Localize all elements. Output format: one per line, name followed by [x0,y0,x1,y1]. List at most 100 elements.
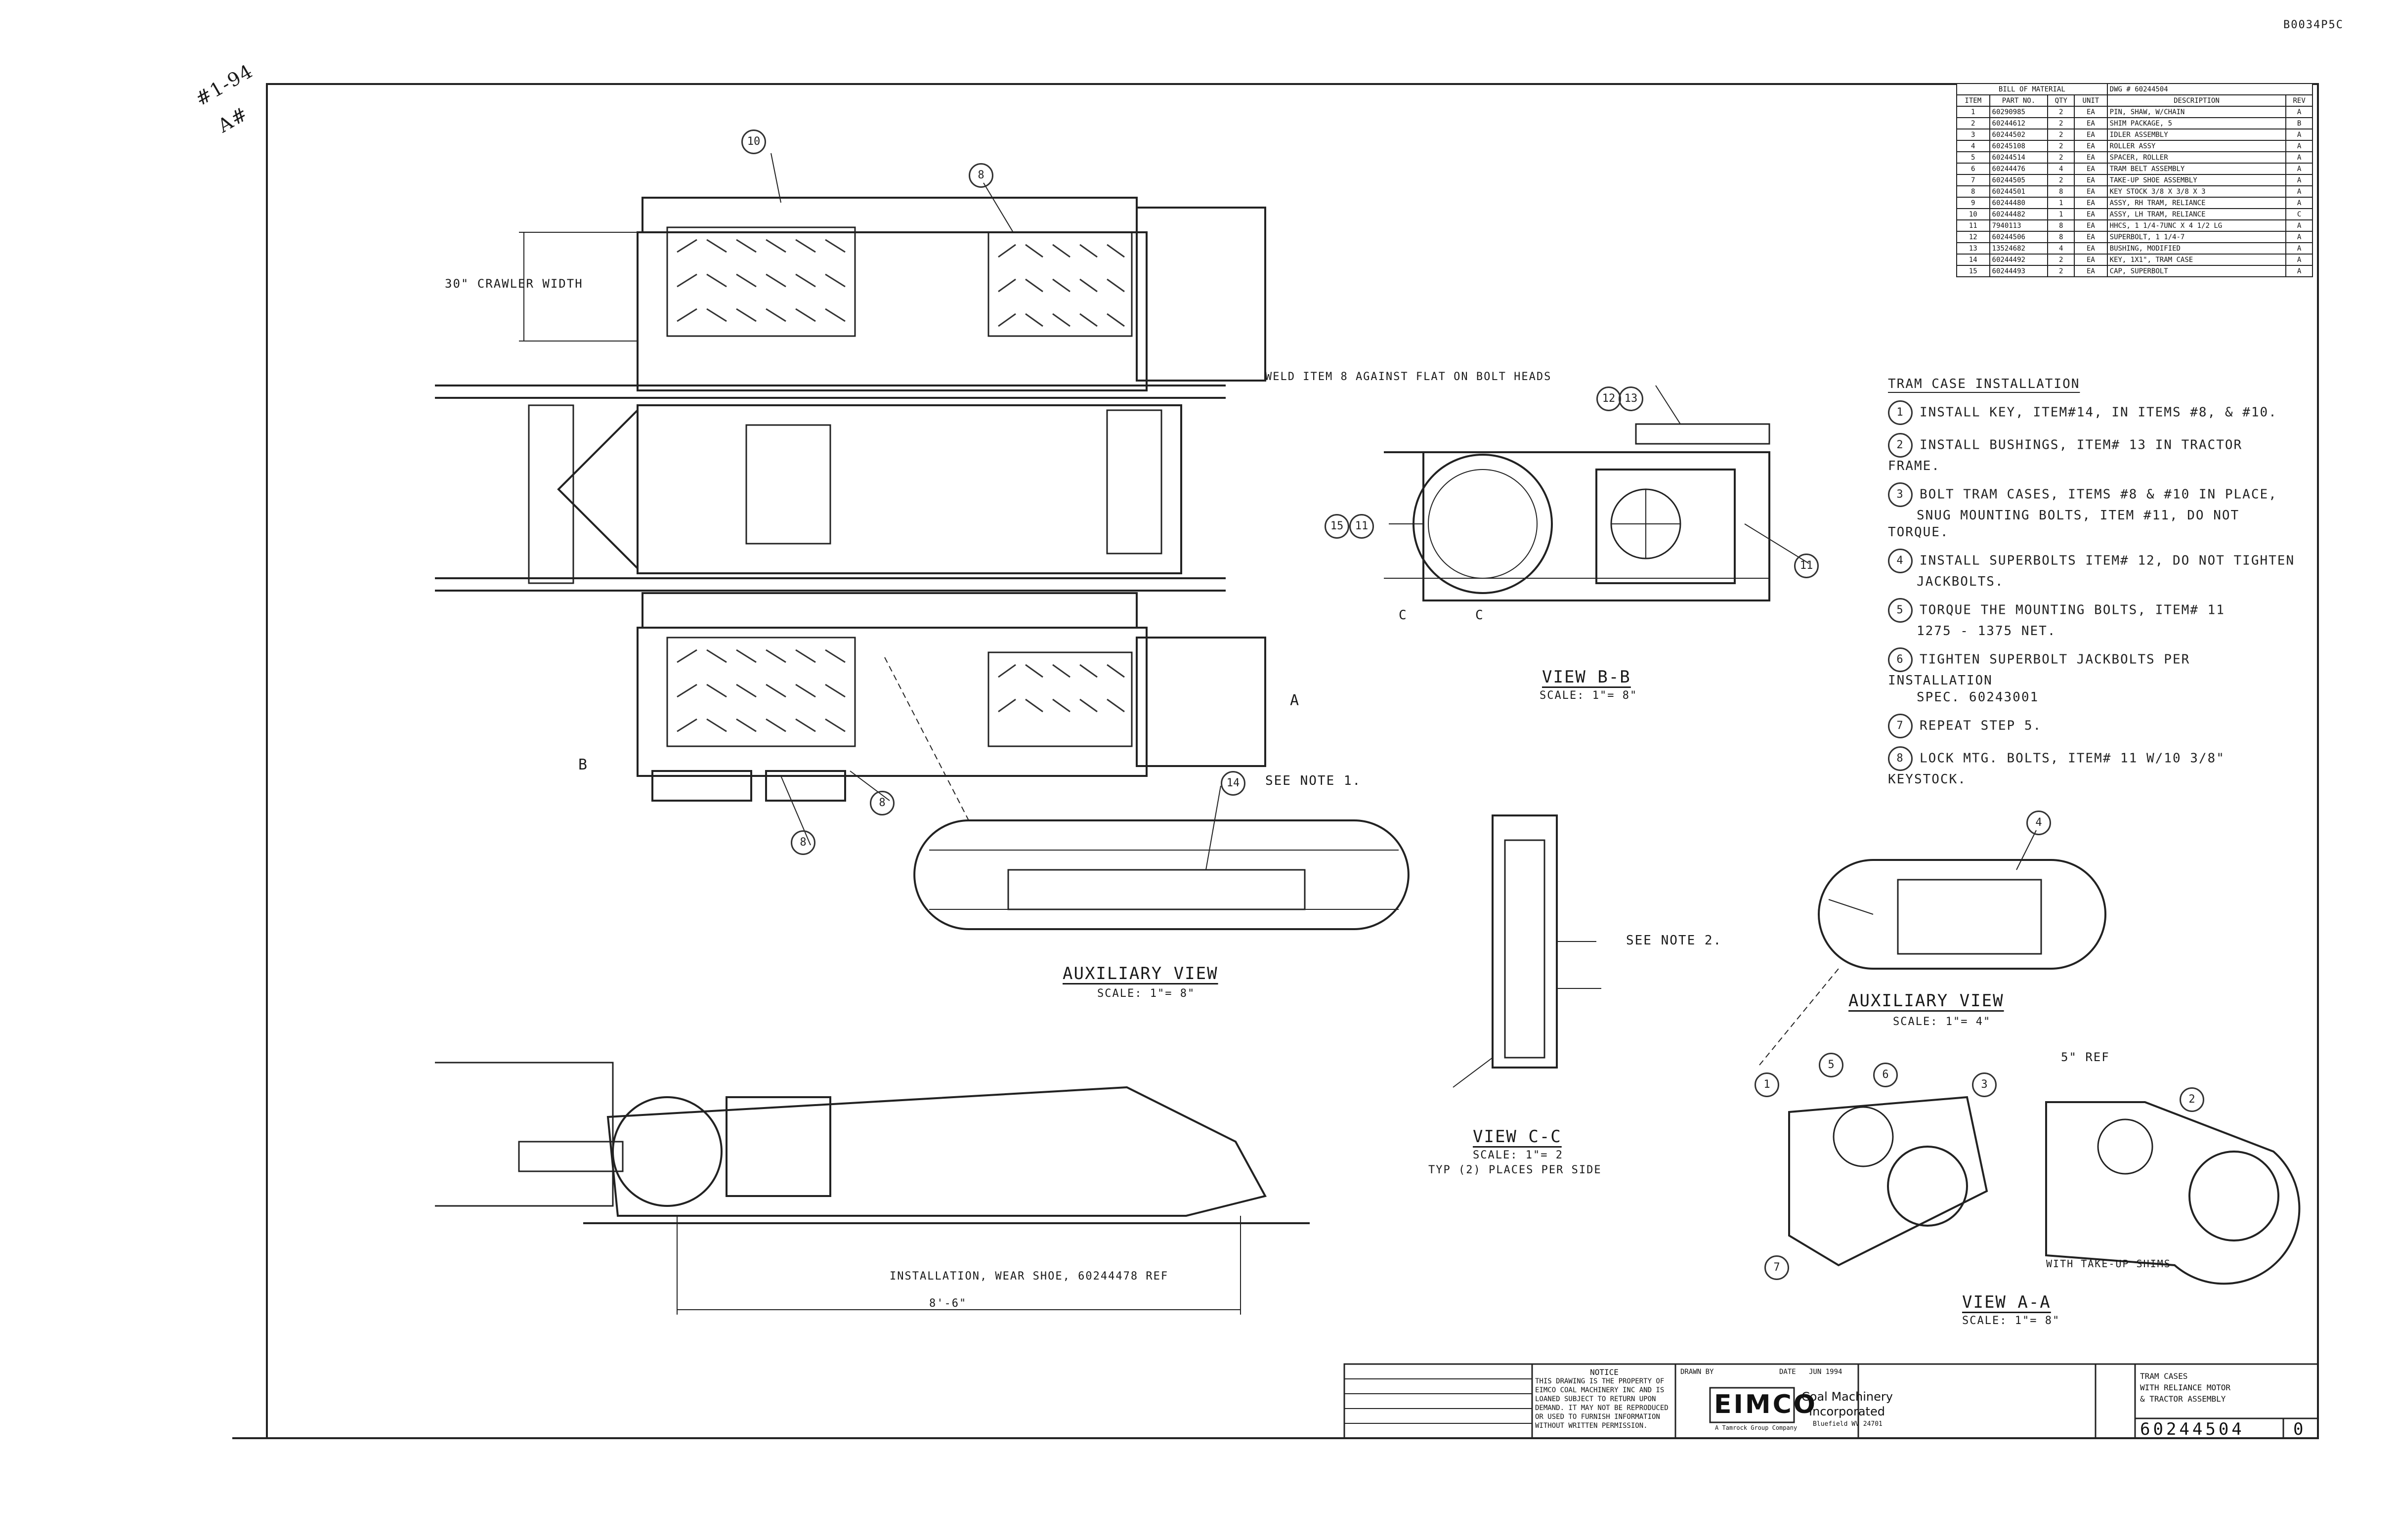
bom-cell-description: SUPERBOLT, 1 1/4-7 [2106,231,2287,243]
bom-cell-unit: EA [2074,106,2108,118]
item-balloon: 4 [2026,811,2051,835]
drawing-title-3: & TRACTOR ASSEMBLY [2140,1394,2226,1404]
drawing-border [266,83,2319,1439]
bom-cell-qty: 2 [2047,117,2075,129]
bom-cell-unit: EA [2074,242,2108,255]
bom-cell-part-no: 60244506 [1989,231,2049,243]
title-block-frame [1343,1363,2319,1439]
bom-cell-part-no: 60244612 [1989,117,2049,129]
company-location: Bluefield WV 24701 [1813,1420,1883,1428]
bom-cell-rev: B [2285,117,2313,129]
aux-view-1-scale: SCALE: 1"= 8" [1097,987,1196,1000]
bom-col-rev: REV [2285,94,2313,107]
item-balloon: 13 [1619,386,1643,411]
bom-cell-qty: 1 [2047,208,2075,220]
item-balloon: 1 [1755,1072,1779,1097]
bom-cell-item: 12 [1956,231,1990,243]
bom-cell-unit: EA [2074,128,2108,141]
bom-cell-item: 15 [1956,265,1990,277]
view-aa-scale: SCALE: 1"= 8" [1962,1315,2060,1327]
item-balloon: 8 [969,163,993,188]
eimco-logo: EIMCO [1714,1390,1817,1419]
notes-title: TRAM CASE INSTALLATION [1888,377,2080,391]
item-balloon: 10 [741,129,766,154]
revision: 0 [2293,1419,2304,1439]
bom-cell-item: 11 [1956,219,1990,232]
bom-header-row: ITEM PART NO. QTY UNIT DESCRIPTION REV [1956,94,2313,107]
bill-of-material: BILL OF MATERIAL DWG # 60244504 ITEM PAR… [1956,83,2313,277]
view-cc-subtitle: TYP (2) PLACES PER SIDE [1428,1164,1602,1176]
company-subtitle: A Tamrock Group Company [1715,1424,1798,1431]
company-name-line1: Coal Machinery [1801,1390,1893,1404]
bom-cell-item: 2 [1956,117,1990,129]
bom-cell-rev: A [2285,242,2313,255]
bom-cell-qty: 1 [2047,197,2075,209]
item-balloon: 7 [1764,1255,1789,1280]
bom-cell-description: ASSY, LH TRAM, RELIANCE [2106,208,2287,220]
item-balloon: 6 [1873,1063,1898,1087]
bom-cell-unit: EA [2074,254,2108,266]
bom-cell-description: TRAM BELT ASSEMBLY [2106,163,2287,175]
bom-cell-part-no: 60244501 [1989,185,2049,198]
side-elevation [435,1062,1310,1315]
item-balloon: 12 [1596,386,1621,411]
bom-col-part: PART NO. [1989,94,2049,107]
bom-cell-rev: A [2285,197,2313,209]
bom-cell-item: 8 [1956,185,1990,198]
bom-cell-item: 14 [1956,254,1990,266]
bom-cell-qty: 2 [2047,106,2075,118]
bom-cell-rev: A [2285,174,2313,186]
bom-cell-item: 13 [1956,242,1990,255]
drawn-by-label: DRAWN BY [1680,1368,1714,1376]
bom-cell-description: PIN, SHAW, W/CHAIN [2106,106,2287,118]
bom-title: BILL OF MATERIAL [1956,83,2108,95]
corner-code: B0034P5C [2283,19,2344,31]
take-up-shims-label: WITH TAKE-UP SHIMS [2046,1258,2171,1270]
bom-cell-rev: A [2285,106,2313,118]
item-balloon: 8 [870,791,895,815]
bom-cell-qty: 2 [2047,174,2075,186]
bom-cell-item: 4 [1956,140,1990,152]
item-balloon: 5 [1819,1053,1843,1077]
bom-cell-description: KEY, 1X1", TRAM CASE [2106,254,2287,266]
weld-note: WELD ITEM 8 AGAINST FLAT ON BOLT HEADS [1265,371,1552,383]
bom-cell-description: HHCS, 1 1/4-7UNC X 4 1/2 LG [2106,219,2287,232]
bom-cell-rev: A [2285,231,2313,243]
item-balloon: 8 [791,830,815,855]
bom-cell-unit: EA [2074,163,2108,175]
bom-cell-description: SHIM PACKAGE, 5 [2106,117,2287,129]
bom-col-desc: DESCRIPTION [2106,94,2287,107]
bom-cell-part-no: 60244514 [1989,151,2049,164]
bom-cell-unit: EA [2074,219,2108,232]
bom-cell-part-no: 60244482 [1989,208,2049,220]
bom-cell-description: ROLLER ASSY [2106,140,2287,152]
wear-shoe-label: INSTALLATION, WEAR SHOE, 60244478 REF [890,1270,1169,1283]
bom-cell-qty: 2 [2047,254,2075,266]
bom-cell-rev: A [2285,185,2313,198]
view-aa-title: VIEW A-A [1962,1292,2051,1312]
bom-cell-item: 6 [1956,163,1990,175]
bom-cell-description: CAP, SUPERBOLT [2106,265,2287,277]
bom-cell-part-no: 60244505 [1989,174,2049,186]
bom-cell-rev: A [2285,151,2313,164]
bom-cell-description: ASSY, RH TRAM, RELIANCE [2106,197,2287,209]
item-balloon: 14 [1221,771,1245,796]
section-marker-b: B [578,756,589,773]
bom-col-item: ITEM [1956,94,1990,107]
item-balloon: 11 [1349,514,1374,539]
view-cc-scale: SCALE: 1"= 2 [1473,1149,1563,1161]
aux-view-1 [913,819,1410,930]
bom-cell-item: 1 [1956,106,1990,118]
